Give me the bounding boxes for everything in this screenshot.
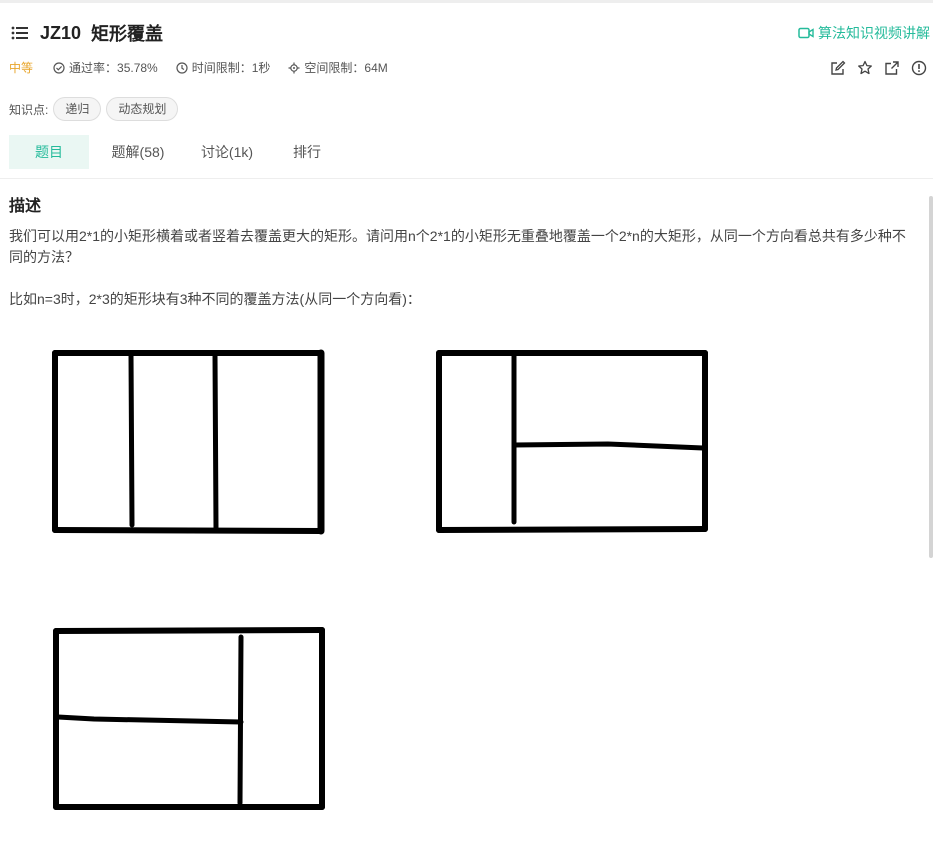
header-divider (0, 178, 933, 179)
tab-discussion[interactable]: 讨论(1k) (200, 144, 254, 160)
edit-icon[interactable] (830, 60, 846, 76)
video-icon (798, 27, 814, 39)
meta-row: 中等 通过率：35.78% 时间限制：1秒 空间限制：64M (9, 59, 406, 76)
pass-rate-text: 通过率：35.78% (69, 61, 158, 75)
time-limit: 时间限制：1秒 (176, 59, 271, 76)
pass-rate: 通过率：35.78% (53, 59, 158, 76)
tag-dynamic-programming[interactable]: 动态规划 (106, 97, 179, 121)
problem-id: JZ10 (40, 22, 82, 43)
top-strip (0, 0, 933, 3)
list-icon[interactable] (10, 23, 30, 43)
star-icon[interactable] (857, 60, 873, 76)
space-limit: 空间限制：64M (288, 59, 388, 76)
tab-problem[interactable]: 题目 (9, 135, 89, 169)
share-icon[interactable] (884, 60, 900, 76)
knowledge-tags: 知识点: 递归 动态规划 (9, 97, 179, 121)
description-heading: 描述 (9, 198, 42, 215)
title-row: JZ10 矩形覆盖 (10, 21, 163, 45)
memory-icon (288, 62, 300, 73)
description-paragraph: 我们可以用2*1的小矩形横着或者竖着去覆盖更大的矩形。请问用n个2*1的小矩形无… (9, 228, 906, 265)
tab-bar: 题目 题解(58) 讨论(1k) 排行 (9, 135, 337, 171)
clock-icon (176, 61, 188, 74)
report-icon[interactable] (911, 60, 927, 76)
time-limit-text: 时间限制：1秒 (191, 61, 271, 75)
problem-description: 描述 我们可以用2*1的小矩形横着或者竖着去覆盖更大的矩形。请问用n个2*1的小… (9, 196, 921, 310)
video-link-label: 算法知识视频讲解 (818, 25, 930, 41)
tiling-figure-1 (52, 349, 325, 535)
difficulty-badge: 中等 (9, 61, 34, 75)
problem-header: JZ10 矩形覆盖 算法知识视频讲解 中等 通过率：35.78% 时间限制：1秒 (0, 3, 933, 179)
check-circle-icon (53, 61, 65, 74)
example-paragraph: 比如n=3时，2*3的矩形块有3种不同的覆盖方法(从同一个方向看)： (9, 291, 421, 307)
tag-recursion[interactable]: 递归 (53, 97, 102, 121)
scrollbar[interactable] (929, 196, 933, 558)
space-limit-text: 空间限制：64M (304, 61, 388, 75)
tab-solutions[interactable]: 题解(58) (111, 144, 165, 160)
video-explanation-link[interactable]: 算法知识视频讲解 (798, 23, 930, 43)
tiling-figure-2 (436, 350, 708, 533)
problem-title: 矩形覆盖 (91, 24, 164, 44)
tab-ranking[interactable]: 排行 (293, 144, 321, 160)
action-icons (819, 60, 927, 76)
knowledge-label: 知识点: (9, 102, 49, 117)
tiling-figure-3 (53, 627, 325, 810)
